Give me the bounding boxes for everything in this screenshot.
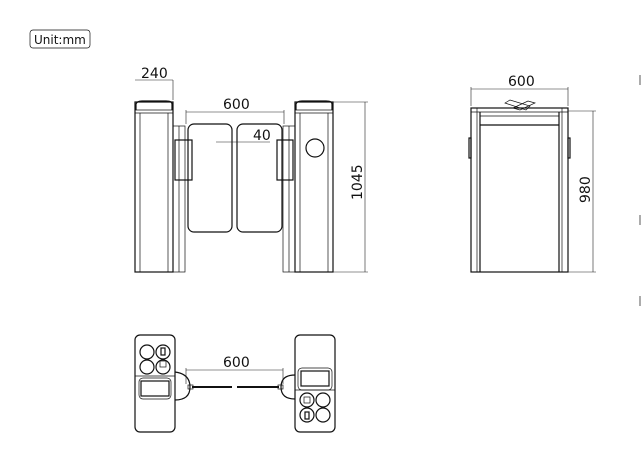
dim-height: 1045 <box>333 101 368 273</box>
right-wing <box>236 123 283 233</box>
svg-text:240: 240 <box>141 66 168 82</box>
wing-top-icon <box>504 99 536 111</box>
left-pillar <box>134 100 193 273</box>
right-pillar <box>276 100 334 273</box>
svg-text:40: 40 <box>253 128 271 144</box>
top-right-unit <box>280 334 336 433</box>
unit-label-text: Unit:mm <box>34 33 86 47</box>
display-screen <box>300 370 330 387</box>
svg-text:600: 600 <box>223 97 250 113</box>
dim-wing-gap: 40 <box>216 128 271 144</box>
dim-pillar-width: 240 <box>135 66 174 100</box>
display-screen <box>140 380 170 397</box>
right-wing-mount <box>276 139 294 181</box>
top-view: 600 <box>134 334 336 433</box>
svg-text:980: 980 <box>578 176 594 203</box>
left-wing <box>187 123 233 233</box>
top-left-unit <box>134 334 191 433</box>
svg-text:600: 600 <box>508 74 535 90</box>
dim-side-height: 980 <box>568 110 596 273</box>
dim-top-passage-width: 600 <box>185 355 284 384</box>
dim-passage-width: 600 <box>185 97 285 124</box>
unit-label-box <box>29 29 91 49</box>
front-view: 240 600 40 1045 <box>134 66 368 273</box>
side-view: 600 980 <box>468 74 596 273</box>
left-wing-mount <box>174 139 193 181</box>
unit-label: Unit:mm <box>29 29 91 49</box>
svg-text:600: 600 <box>223 355 250 371</box>
dim-side-width: 600 <box>470 74 569 106</box>
svg-text:1045: 1045 <box>350 164 366 200</box>
top-wings <box>187 384 284 390</box>
card-reader-icon <box>305 138 325 158</box>
